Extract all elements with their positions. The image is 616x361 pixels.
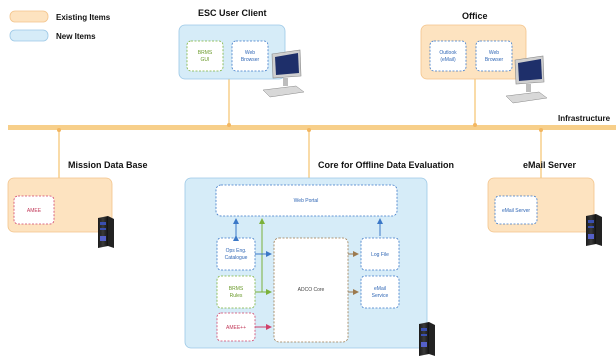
brms-rules-line1: BRMS [229, 286, 244, 292]
email-service-line2: Service [372, 293, 389, 299]
adco-core-label: ADCO Core [298, 287, 325, 293]
email-server-label: eMail Server [502, 208, 530, 214]
web-browser-client-line1: Web [245, 50, 255, 56]
email-server-icon [586, 214, 602, 246]
email-service-box [360, 275, 400, 309]
ops-eng-line1: Ops Eng. [226, 248, 247, 254]
office-title: Office [462, 11, 488, 21]
client-monitor-icon [262, 49, 305, 98]
brms-gui-line1: BRMS [198, 50, 213, 56]
web-browser-client-box [231, 40, 269, 72]
outlook-line2: (eMail) [440, 57, 456, 63]
web-browser-client-line2: Browser [241, 57, 260, 63]
mission-db-title: Mission Data Base [68, 160, 148, 170]
core-title: Core for Offline Data Evaluation [318, 160, 454, 170]
ops-eng-box [216, 237, 256, 271]
brms-rules-line2: Rules [230, 293, 243, 299]
legend-existing-label: Existing Items [56, 13, 111, 22]
amee-box [13, 195, 55, 225]
outlook-box [429, 40, 467, 72]
mission-db-server-icon [98, 216, 114, 248]
amee-label: AMEE [27, 208, 42, 214]
log-file-label: Log File [371, 252, 389, 258]
web-browser-office-line2: Browser [485, 57, 504, 63]
email-service-line1: eMail [374, 286, 386, 292]
email-server-title: eMail Server [523, 160, 577, 170]
web-browser-office-box [475, 40, 513, 72]
ops-eng-line2: Catalogue [225, 255, 248, 261]
outlook-line1: Outlook [439, 50, 457, 56]
web-portal-box [215, 184, 398, 217]
adco-core-box [273, 237, 349, 343]
log-file-box [360, 237, 400, 271]
brms-gui-box [186, 40, 224, 72]
brms-rules-box [216, 275, 256, 309]
office-monitor-icon [505, 55, 548, 104]
infrastructure-bus [8, 125, 616, 130]
legend-existing-swatch [9, 10, 49, 23]
brms-gui-line2: GUI [201, 57, 210, 63]
esc-user-client-title: ESC User Client [198, 8, 267, 18]
infrastructure-label: Infrastructure [558, 114, 611, 123]
amee-pp-label: AMEE++ [226, 325, 246, 331]
web-portal-label: Web Portal [294, 198, 319, 204]
core-server-icon [419, 322, 435, 356]
email-server-box [494, 195, 538, 225]
web-browser-office-line1: Web [489, 50, 499, 56]
legend-new-label: New Items [56, 32, 96, 41]
legend-new-swatch [9, 29, 49, 42]
